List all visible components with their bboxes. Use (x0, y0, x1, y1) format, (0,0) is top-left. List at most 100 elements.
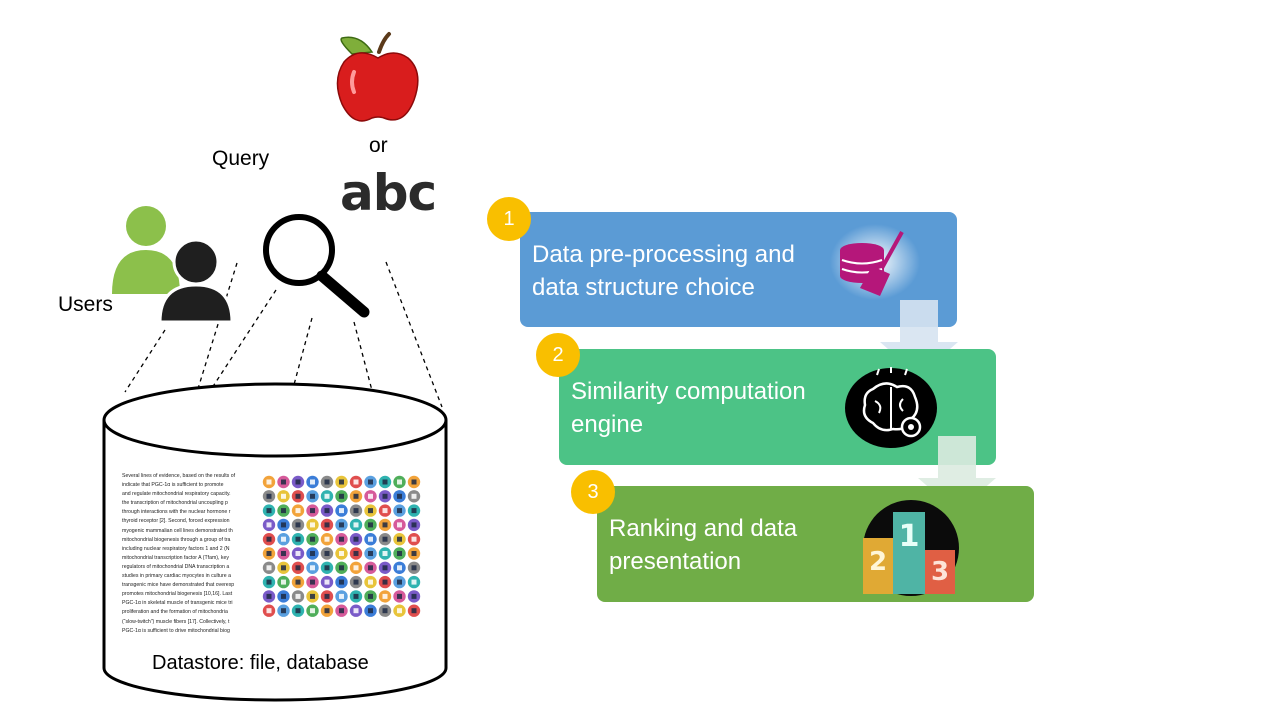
step-1-text: Data pre-processing and data structure c… (532, 238, 862, 304)
media-icon (320, 590, 334, 603)
media-icon (407, 490, 421, 503)
step-1-box: Data pre-processing and data structure c… (520, 212, 957, 327)
media-icon (306, 504, 319, 517)
media-icon (335, 590, 348, 603)
step-2-line-1: Similarity computation (571, 378, 806, 405)
doc-line: indicate that PGC-1α is sufficient to pr… (122, 482, 224, 489)
doc-line: (“slow-twitch”) muscle fibers [17]. Coll… (122, 618, 230, 625)
media-icon (378, 490, 392, 503)
media-icon (393, 533, 406, 546)
media-icon (277, 475, 290, 489)
media-icon (306, 575, 319, 589)
media-icon (378, 604, 392, 617)
media-icon (306, 490, 319, 503)
or-label: or (369, 134, 388, 157)
media-icon (291, 547, 305, 560)
media-icon (349, 490, 363, 503)
media-icon (349, 547, 363, 560)
media-icon (320, 561, 334, 574)
abc-text-icon: abc (340, 164, 437, 222)
doc-line: mitochondrial biogenesis through a group… (122, 536, 231, 543)
media-icon (393, 561, 406, 574)
document-snippet: Several lines of evidence, based on the … (122, 472, 262, 636)
media-icon (393, 604, 406, 617)
media-icon (364, 575, 377, 589)
media-icon (291, 504, 305, 517)
doc-line: myogenic mammalian cell lines demonstrat… (122, 527, 233, 534)
media-icon (349, 533, 363, 546)
media-icon (320, 475, 334, 489)
datastore-cylinder-icon (102, 382, 448, 702)
media-icon (407, 604, 421, 617)
media-icon (407, 561, 421, 574)
doc-line: PGC-1α is sufficient to drive mitochondr… (122, 627, 230, 634)
media-icon (407, 533, 421, 546)
media-icon (335, 547, 348, 560)
media-icon (320, 547, 334, 560)
media-icon (364, 475, 377, 489)
users-icon (112, 206, 234, 324)
media-icon (349, 504, 363, 517)
datastore-label: Datastore: file, database (152, 652, 369, 674)
media-icon (262, 604, 276, 617)
media-icon (320, 533, 334, 546)
media-icon (291, 533, 305, 546)
media-icon (349, 575, 363, 589)
step-1-line-1: Data pre-processing and (532, 241, 795, 268)
media-icon (291, 490, 305, 503)
media-icon (306, 561, 319, 574)
doc-line: Several lines of evidence, based on the … (122, 473, 236, 479)
media-icon (262, 590, 276, 603)
media-icon (378, 561, 392, 574)
media-icon (306, 590, 319, 603)
media-icon (335, 533, 348, 546)
query-projection-lines (124, 261, 443, 456)
doc-line: proliferation and the formation of mitoc… (122, 609, 228, 616)
media-icon (335, 518, 348, 532)
media-icon (262, 547, 276, 560)
media-icon (277, 547, 290, 560)
media-icon (277, 604, 290, 617)
media-icon (364, 547, 377, 560)
media-icon (262, 518, 276, 532)
media-icon (277, 504, 290, 517)
media-icon (291, 590, 305, 603)
doc-line: studies in primary cardiac myocytes in c… (122, 573, 231, 580)
step-2-text: Similarity computation engine (571, 375, 901, 441)
step-3-box: Ranking and data presentation 1 2 3 (597, 486, 1034, 602)
media-icon (393, 490, 406, 503)
doc-line: regulators of mitochondrial DNA transcri… (122, 563, 230, 570)
media-icon (277, 575, 290, 589)
media-icon (335, 490, 348, 503)
media-icon (407, 590, 421, 603)
media-icon (277, 590, 290, 603)
media-icon (349, 475, 363, 489)
media-icon (349, 590, 363, 603)
media-icon (262, 490, 276, 503)
media-icon (335, 475, 348, 489)
step-1-badge: 1 (487, 197, 531, 241)
media-icon (378, 518, 392, 532)
media-icon (291, 475, 305, 489)
step-2-badge: 2 (536, 333, 580, 377)
media-icon (364, 604, 377, 617)
media-icon (393, 504, 406, 517)
media-icon (364, 518, 377, 532)
media-icon (378, 575, 392, 589)
doc-line: promotes mitochondrial biogenesis [10,16… (122, 591, 233, 598)
media-icon (262, 575, 276, 589)
media-icon (393, 547, 406, 560)
media-icon (378, 590, 392, 603)
doc-line: including nuclear respiratory factors 1 … (122, 545, 230, 552)
media-icon (364, 504, 377, 517)
media-icon (349, 604, 363, 617)
media-icon (335, 604, 348, 617)
doc-line: thyroid receptor [2]. Second, forced exp… (122, 518, 230, 525)
media-icon (306, 533, 319, 546)
media-icon (378, 533, 392, 546)
media-icon (277, 561, 290, 574)
media-icon (335, 504, 348, 517)
media-icon (364, 590, 377, 603)
step-3-text: Ranking and data presentation (609, 512, 939, 578)
media-icon (320, 604, 334, 617)
